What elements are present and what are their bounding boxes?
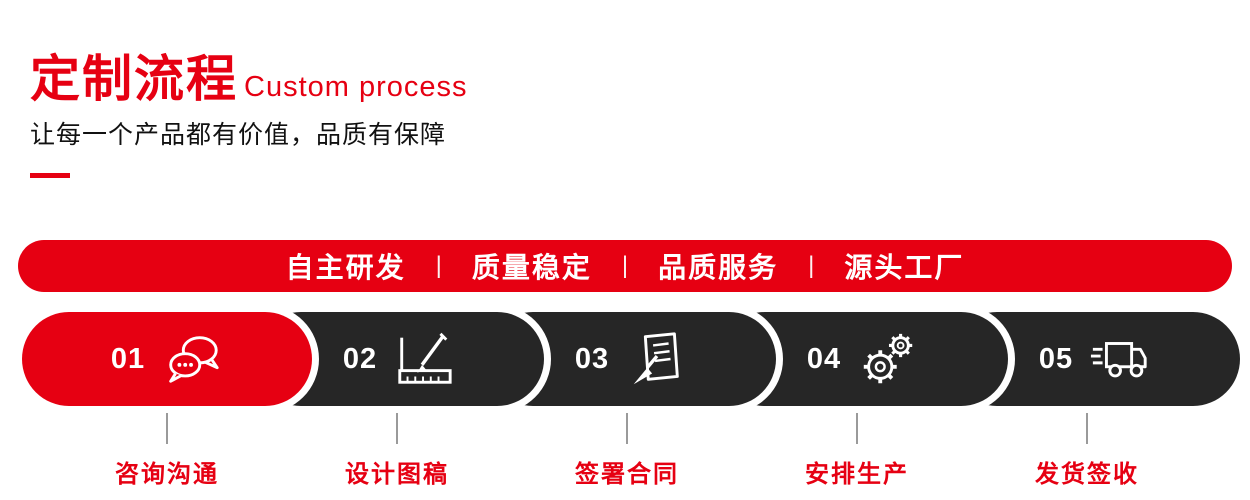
section-subtitle: 让每一个产品都有价值，品质有保障	[30, 121, 447, 149]
step-label-cell: 设计图稿	[282, 412, 512, 489]
banner-item-quality: 质量稳定	[471, 252, 592, 283]
connector-tick	[166, 412, 168, 444]
connector-tick	[396, 412, 398, 444]
title-english: Custom process	[244, 71, 468, 103]
contract-document-icon	[633, 332, 679, 385]
banner-separator: |	[808, 252, 815, 279]
connector-tick	[626, 412, 628, 444]
title-chinese: 定制流程	[30, 51, 238, 107]
step-label-contract: 签署合同	[575, 461, 679, 488]
step-pill-consult: 01	[22, 312, 312, 406]
gears-icon	[863, 333, 913, 384]
process-steps: 01 02 03	[22, 312, 1240, 406]
feature-banner: 自主研发 | 质量稳定 | 品质服务 | 源头工厂	[18, 240, 1232, 292]
banner-item-rd: 自主研发	[285, 252, 406, 283]
step-label-cell: 咨询沟通	[52, 412, 282, 489]
banner-item-factory: 源头工厂	[844, 252, 965, 283]
step-label-cell: 发货签收	[972, 412, 1202, 489]
delivery-truck-icon	[1091, 342, 1147, 378]
accent-dash	[30, 173, 70, 178]
page-title: 定制流程 Custom process	[30, 52, 468, 107]
step-label-production: 安排生产	[805, 461, 909, 488]
step-number: 03	[574, 342, 610, 375]
step-number: 04	[806, 342, 842, 375]
step-number: 01	[110, 342, 146, 375]
design-ruler-pencil-icon	[398, 332, 452, 384]
step-labels-row: 咨询沟通 设计图稿 签署合同 安排生产 发货签收	[52, 412, 1202, 489]
banner-separator: |	[435, 252, 442, 279]
step-label-consult: 咨询沟通	[115, 461, 219, 488]
step-number: 02	[342, 342, 378, 375]
section-header: 定制流程 Custom process 让每一个产品都有价值，品质有保障	[30, 52, 468, 178]
connector-tick	[1086, 412, 1088, 444]
step-label-design: 设计图稿	[345, 461, 449, 488]
step-number: 05	[1038, 342, 1074, 375]
step-label-cell: 签署合同	[512, 412, 742, 489]
step-label-delivery: 发货签收	[1035, 461, 1139, 488]
banner-item-service: 品质服务	[658, 252, 779, 283]
step-label-cell: 安排生产	[742, 412, 972, 489]
chat-bubbles-icon	[169, 336, 219, 383]
banner-separator: |	[621, 252, 629, 279]
connector-tick	[856, 412, 858, 444]
